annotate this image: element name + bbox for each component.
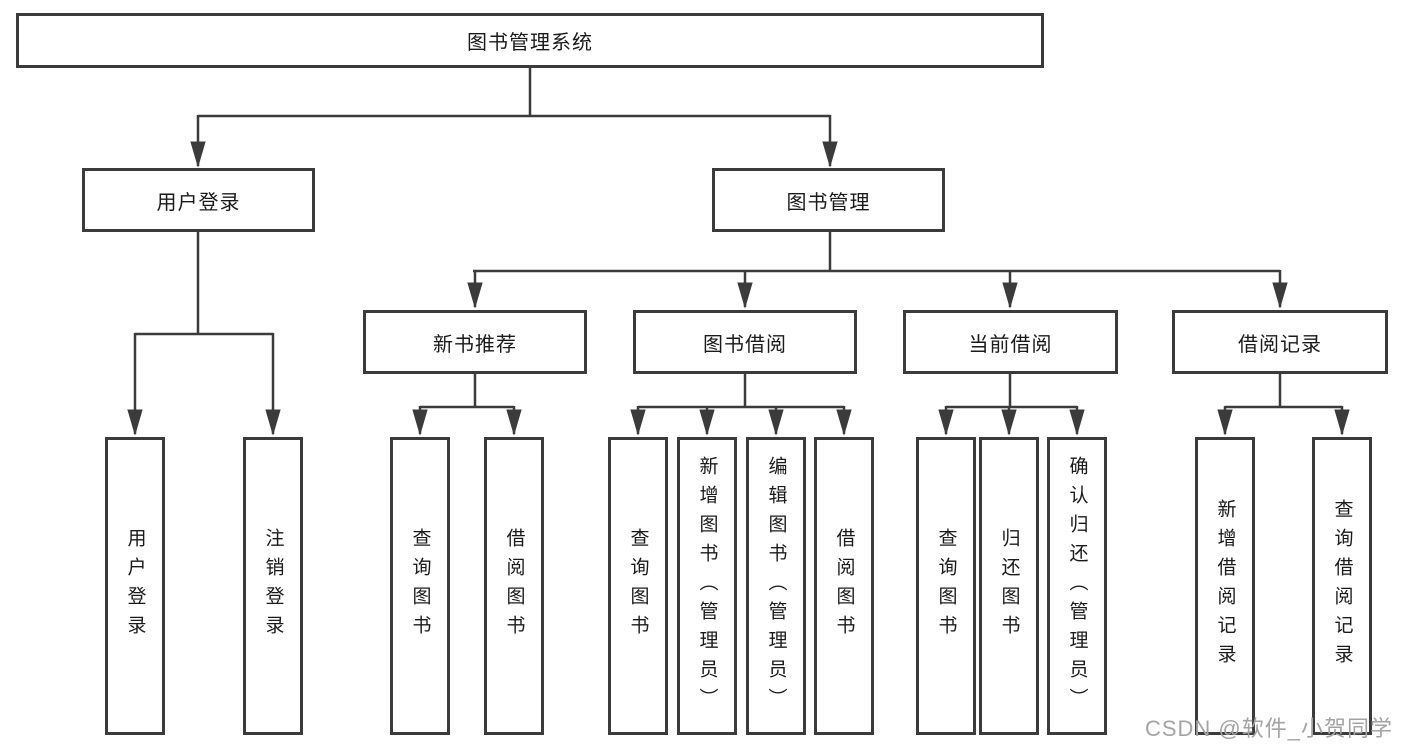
- leaf-current-confirm-return-admin: 确认归还（管理员）: [1047, 437, 1107, 735]
- node-book-borrow: 图书借阅: [633, 310, 857, 374]
- leaf-newbook-query-books: 查询图书: [390, 437, 450, 735]
- leaf-current-query-books: 查询图书: [916, 437, 976, 735]
- leaf-borrow-borrow-books: 借阅图书: [814, 437, 874, 735]
- leaf-login-user-login: 用户登录: [105, 437, 165, 735]
- leaf-borrow-add-books-admin: 新增图书（管理员）: [677, 437, 737, 735]
- leaf-current-return-books: 归还图书: [979, 437, 1039, 735]
- node-borrow-records: 借阅记录: [1172, 310, 1388, 374]
- watermark: CSDN @软件_小贺同学: [1144, 716, 1393, 741]
- leaf-login-logout: 注销登录: [243, 437, 303, 735]
- node-user-login: 用户登录: [82, 168, 315, 232]
- node-book-management: 图书管理: [712, 168, 945, 232]
- leaf-borrow-query-books: 查询图书: [608, 437, 668, 735]
- leaf-records-query-record: 查询借阅记录: [1312, 437, 1372, 735]
- node-new-book-recommend: 新书推荐: [363, 310, 587, 374]
- leaf-newbook-borrow-books: 借阅图书: [484, 437, 544, 735]
- node-current-borrow: 当前借阅: [903, 310, 1118, 374]
- leaf-borrow-edit-books-admin: 编辑图书（管理员）: [746, 437, 806, 735]
- leaf-records-add-record: 新增借阅记录: [1195, 437, 1255, 735]
- node-root: 图书管理系统: [16, 13, 1044, 68]
